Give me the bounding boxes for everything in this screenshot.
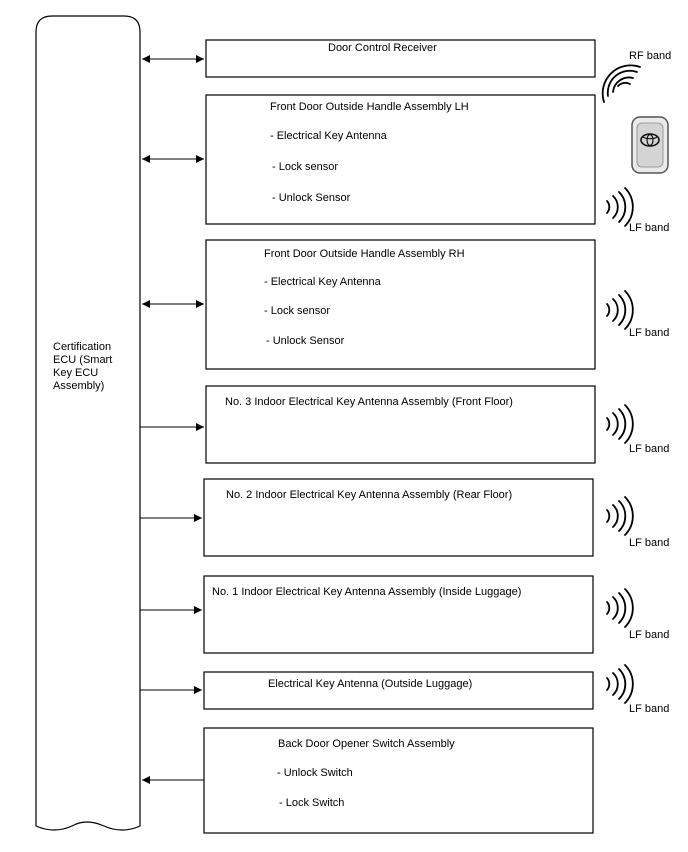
lf-band-label: LF band — [629, 443, 670, 455]
block-front-door-lh — [205, 94, 596, 225]
block-title: Front Door Outside Handle Assembly LH — [270, 101, 469, 113]
lf-band-label: LF band — [629, 222, 670, 234]
block-item: - Electrical Key Antenna — [270, 130, 387, 142]
block-title: Electrical Key Antenna (Outside Luggage) — [268, 678, 473, 690]
lf-band-label: LF band — [629, 327, 670, 339]
block-front-door-rh — [205, 239, 596, 370]
ecu-label-line: Key ECU — [53, 367, 99, 379]
lf-band-label: LF band — [629, 703, 670, 715]
ecu-label-line: Assembly) — [53, 380, 105, 392]
block-no2-indoor-antenna — [203, 478, 594, 557]
block-no3-indoor-antenna — [205, 385, 596, 464]
block-item: - Lock sensor — [272, 161, 339, 173]
block-item: - Unlock Switch — [277, 767, 353, 779]
lf-wave-icon — [606, 187, 634, 227]
block-item: - Unlock Sensor — [266, 335, 345, 347]
rf-band-label: RF band — [629, 50, 672, 62]
lf-wave-icon — [606, 664, 634, 704]
block-title: No. 1 Indoor Electrical Key Antenna Asse… — [212, 586, 522, 598]
block-title: Front Door Outside Handle Assembly RH — [264, 248, 465, 260]
lf-band-label: LF band — [629, 629, 670, 641]
block-door-control-receiver — [205, 39, 596, 78]
block-title: Door Control Receiver — [328, 42, 437, 54]
block-item: - Lock Switch — [279, 797, 345, 809]
lf-wave-icon — [606, 290, 634, 330]
rf-wave-icon — [601, 64, 641, 103]
lf-wave-icon — [606, 588, 634, 628]
ecu-label: Certification ECU (Smart Key ECU Assembl… — [53, 341, 133, 393]
lf-wave-icon — [606, 496, 634, 536]
block-title: No. 3 Indoor Electrical Key Antenna Asse… — [225, 396, 513, 408]
ecu-block — [35, 15, 141, 831]
ecu-label-line: ECU (Smart — [53, 354, 113, 366]
smart-key-icon — [631, 116, 669, 174]
block-item: - Lock sensor — [264, 305, 331, 317]
block-title: No. 2 Indoor Electrical Key Antenna Asse… — [226, 489, 513, 501]
block-title: Back Door Opener Switch Assembly — [278, 738, 455, 750]
block-outside-luggage-antenna — [203, 671, 594, 710]
block-item: - Unlock Sensor — [272, 192, 351, 204]
block-no1-indoor-antenna — [203, 575, 594, 654]
lf-band-label: LF band — [629, 537, 670, 549]
block-item: - Electrical Key Antenna — [264, 276, 381, 288]
ecu-label-line: Certification — [53, 341, 112, 353]
block-back-door-opener — [203, 727, 594, 834]
lf-wave-icon — [606, 404, 634, 444]
